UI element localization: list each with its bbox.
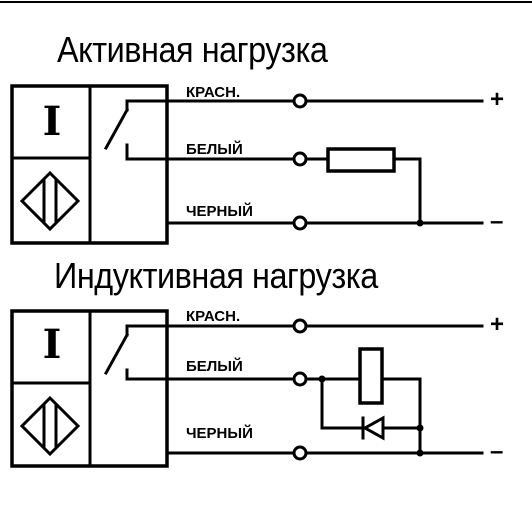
wire-label-red: КРАСН.: [186, 308, 241, 325]
switch-contact-icon: [103, 324, 169, 381]
terminal-node: [292, 151, 308, 167]
terminal-plus: +: [490, 86, 505, 113]
terminal-minus: –: [490, 208, 504, 235]
terminal-node: [292, 318, 308, 334]
active-load-diagram: [10, 84, 484, 245]
terminal-node: [292, 445, 308, 461]
inductive-load-diagram: [10, 309, 484, 468]
terminal-node: [292, 93, 308, 109]
sensor-symbol-label: I: [43, 98, 62, 145]
section-title: Индуктивная нагрузка: [54, 255, 378, 296]
diode-branch-wire: [320, 377, 362, 430]
load-return-wire: [392, 157, 422, 225]
wire-label-white: БЕЛЫЙ: [186, 358, 243, 375]
wire-label-red: КРАСН.: [186, 84, 241, 101]
terminal-plus: +: [490, 311, 505, 338]
inductive-sensor-icon: [19, 395, 81, 457]
terminal-node: [292, 215, 308, 231]
wire-label-black: ЧЕРНЫЙ: [186, 203, 253, 220]
relay-coil-icon: [358, 347, 384, 405]
terminal-node: [292, 371, 308, 387]
resistor-load-icon: [326, 147, 396, 173]
switch-contact-icon: [103, 99, 169, 161]
inductive-sensor-icon: [19, 170, 81, 232]
sensor-symbol-label: I: [43, 321, 62, 368]
junction-dot: [416, 424, 424, 432]
terminal-minus: –: [490, 438, 504, 465]
coil-return-wire: [380, 377, 422, 455]
wire-label-black: ЧЕРНЫЙ: [186, 425, 253, 442]
wire-label-white: БЕЛЫЙ: [186, 141, 243, 158]
section-title: Активная нагрузка: [57, 29, 328, 70]
diode-icon: [361, 415, 385, 441]
